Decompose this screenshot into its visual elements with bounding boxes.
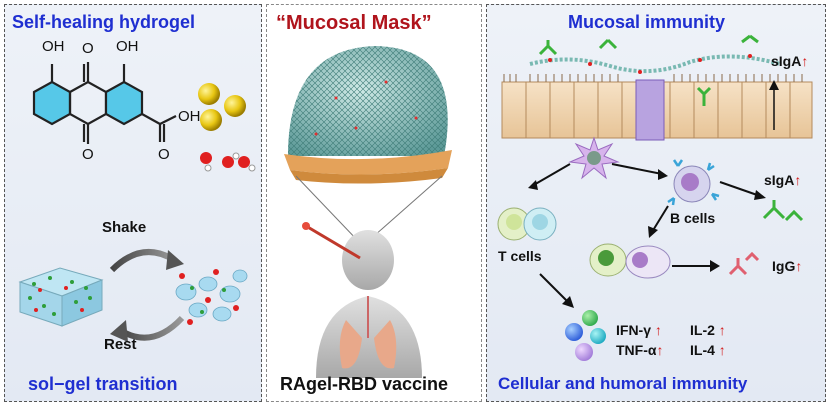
bcell-to-plasma-arrow <box>648 205 669 238</box>
il2-up-arrow: ↑ <box>718 322 726 338</box>
il2-text: IL-2 <box>690 322 715 338</box>
molecule-oh-left: OH <box>42 38 65 55</box>
middle-panel-footer: RAgel-RBD vaccine <box>280 374 449 394</box>
siga-antibody-icon <box>762 200 804 222</box>
ifn-gamma-label: IFN-γ ↑ <box>616 322 662 338</box>
tnf-alpha-up-arrow: ↑ <box>656 342 664 358</box>
water-molecules-icon <box>200 152 256 172</box>
molecule-cooh-oh: OH <box>178 108 201 125</box>
cytokine-spheres-icon <box>565 310 606 361</box>
b-cells-label: B cells <box>670 210 716 226</box>
anthraquinone-molecule <box>32 62 177 144</box>
epithelium-illustration <box>501 34 813 141</box>
left-panel-title: Self-healing hydrogel <box>12 12 196 32</box>
siga-mid-text: sIgA <box>764 172 795 188</box>
il4-label: IL-4 ↑ <box>690 342 726 358</box>
siga-mid-label: sIgA↑ <box>764 172 801 188</box>
siga-top-up-arrow: ↑ <box>801 53 809 69</box>
tnf-alpha-label: TNF-α↑ <box>616 342 663 358</box>
siga-top-label: sIgA↑ <box>771 53 808 69</box>
igg-label: IgG↑ <box>772 258 802 274</box>
gold-nanoparticles-icon <box>198 83 246 131</box>
molecule-oh-right: OH <box>116 38 139 55</box>
mucosal-mask-illustration <box>284 46 452 378</box>
hydrogel-droplets-icon <box>175 269 248 325</box>
siga-mid-up-arrow: ↑ <box>794 172 802 188</box>
ifn-gamma-up-arrow: ↑ <box>654 322 662 338</box>
right-panel-title: Mucosal immunity <box>568 12 726 32</box>
ifn-gamma-text: IFN-γ <box>616 322 651 338</box>
hydrogel-block-icon <box>18 267 104 327</box>
il2-label: IL-2 ↑ <box>690 322 726 338</box>
shake-label: Shake <box>102 219 147 236</box>
tcell-to-cytokine-arrow <box>539 273 574 308</box>
b-cell-icon <box>667 159 720 206</box>
plasma-cells-icon <box>589 243 671 279</box>
t-cells-label: T cells <box>498 248 542 264</box>
t-cells-icon <box>497 207 557 241</box>
igg-text: IgG <box>772 258 796 274</box>
il4-text: IL-4 <box>690 342 715 358</box>
molecule-o-top: O <box>82 40 94 57</box>
cycle-arrows-icon <box>109 249 185 342</box>
tnf-alpha-text: TNF-α <box>616 342 657 358</box>
molecule-cooh-o: O <box>158 146 170 163</box>
igg-antibody-icon <box>728 251 760 276</box>
rest-label: Rest <box>104 336 137 353</box>
plasma-to-igg-arrow <box>672 260 720 272</box>
middle-panel-title: “Mucosal Mask” <box>276 12 432 34</box>
dendritic-cell-icon <box>568 136 620 180</box>
molecule-o-bottom: O <box>82 146 94 163</box>
il4-up-arrow: ↑ <box>718 342 726 358</box>
dc-arrows <box>528 163 668 190</box>
right-panel-footer: Cellular and humoral immunity <box>498 374 748 393</box>
bcell-to-siga-arrow <box>719 181 766 200</box>
siga-top-text: sIgA <box>771 53 802 69</box>
igg-up-arrow: ↑ <box>795 258 803 274</box>
left-panel-footer: sol−gel transition <box>28 374 178 394</box>
